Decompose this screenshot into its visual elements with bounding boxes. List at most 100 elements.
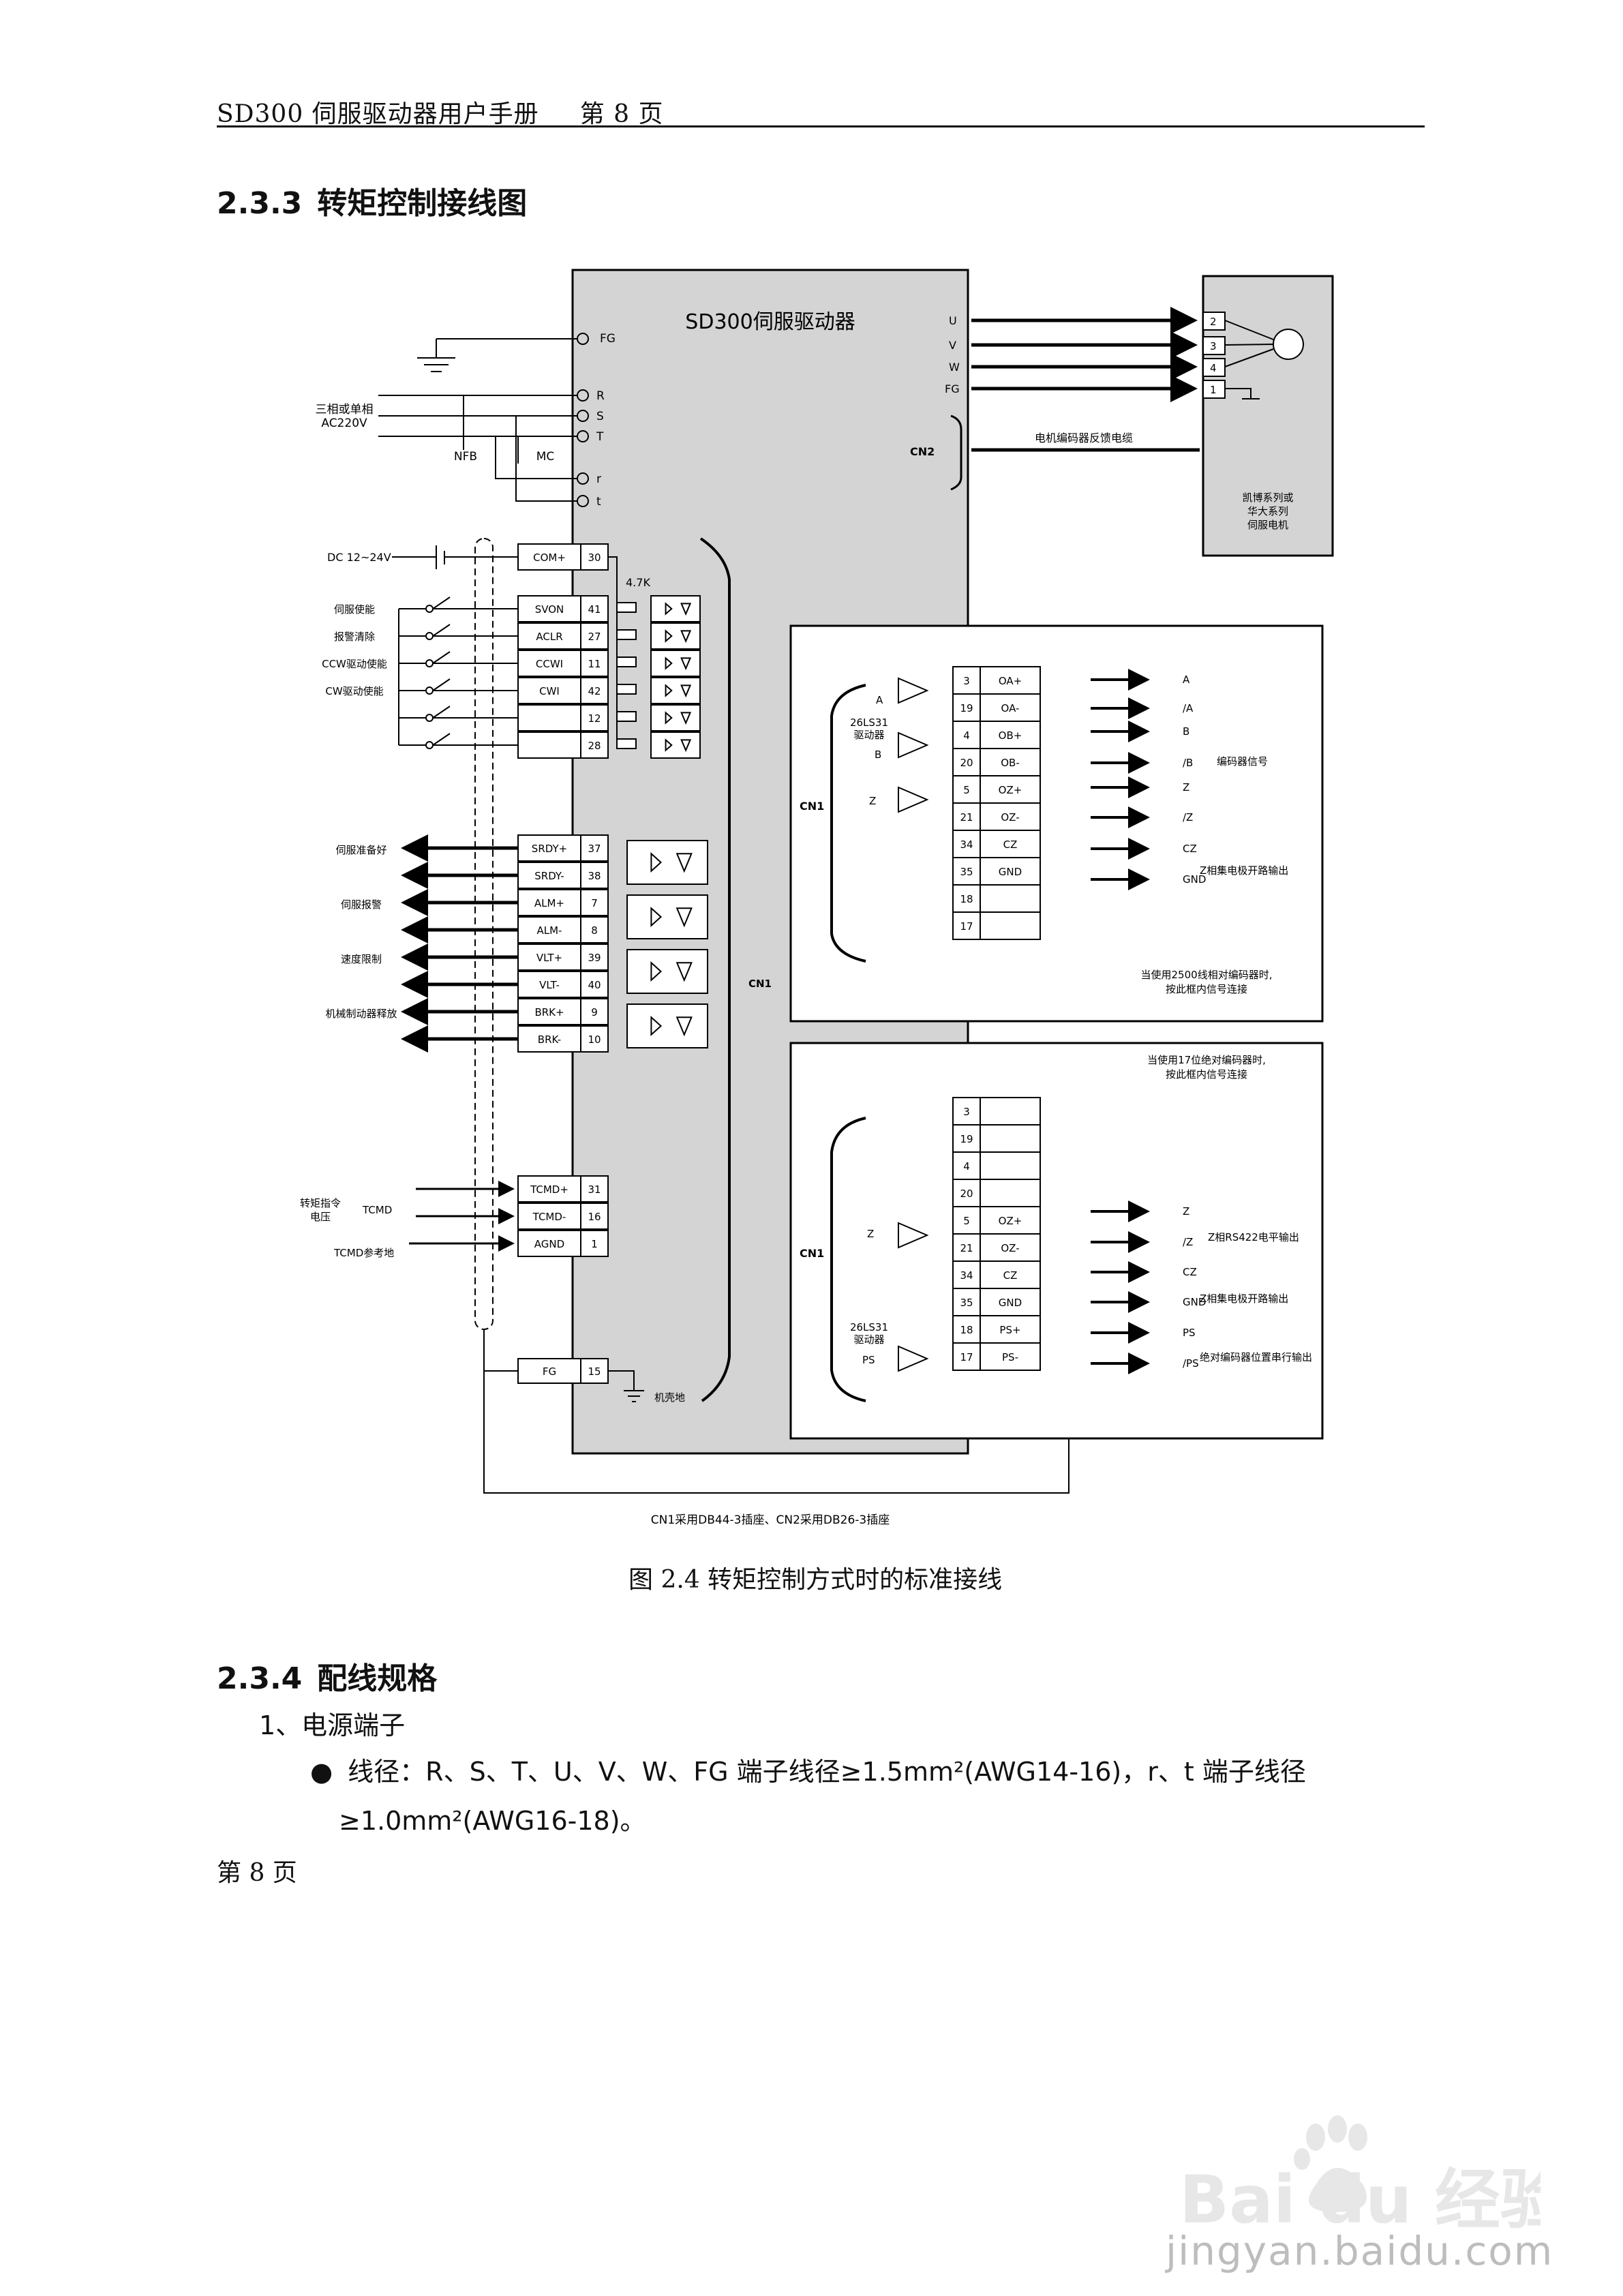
encoder-name-cell <box>980 693 1041 722</box>
analog-pin: 16 <box>588 1211 601 1223</box>
encoder-pin: 5 <box>963 784 970 796</box>
encoder-signal-label: A <box>1183 674 1190 686</box>
encoder-pin: 19 <box>960 702 973 714</box>
output-pin: 9 <box>591 1006 598 1018</box>
line-driver-symbol <box>898 1345 929 1372</box>
bullet-point: ●线径：R、S、T、U、V、W、FG 端子线径≥1.5mm²(AWG14-16)… <box>310 1751 1306 1788</box>
svg-text:机壳地: 机壳地 <box>654 1391 685 1404</box>
input-label: CW驱动使能 <box>325 685 383 697</box>
encoder-name-cell <box>980 1315 1041 1344</box>
svg-text:4.7K: 4.7K <box>626 576 650 589</box>
encoder-name-cell <box>980 1342 1041 1371</box>
encoder-name-cell <box>980 1288 1041 1316</box>
input-label: 伺服使能 <box>334 603 375 616</box>
encoder-name: GND <box>999 1297 1022 1309</box>
encoder-name-cell <box>980 911 1041 940</box>
encoder-signal-label: CZ <box>1183 1266 1197 1278</box>
svg-text:26LS31: 26LS31 <box>850 716 888 729</box>
input-pin: 41 <box>588 603 601 616</box>
drive-title: SD300伺服驱动器 <box>685 310 855 334</box>
encoder-name: OB- <box>1001 757 1020 769</box>
encoder-name-cell <box>980 857 1041 886</box>
svg-text:Bai du 经验: Bai du 经验 <box>1179 2162 1541 2238</box>
output-pin: 8 <box>591 924 598 937</box>
svg-text:伺服电机: 伺服电机 <box>1247 519 1288 531</box>
svg-text:CN1: CN1 <box>800 1247 824 1260</box>
svg-text:三相或单相: 三相或单相 <box>316 403 374 417</box>
encoder-name: OA- <box>1001 702 1020 714</box>
input-pin-cell <box>580 622 609 650</box>
diode-symbol <box>665 629 692 644</box>
svg-text:AC220V: AC220V <box>321 417 367 430</box>
encoder-box-17bit <box>789 1042 1324 1440</box>
diode-symbol <box>665 738 692 753</box>
svg-text:驱动器: 驱动器 <box>853 729 884 741</box>
output-pin-cell <box>580 916 609 943</box>
input-name-cell <box>517 622 581 650</box>
svg-text:华大系列: 华大系列 <box>1247 505 1288 517</box>
input-name-cell <box>517 677 581 704</box>
encoder-name-cell <box>980 1124 1041 1153</box>
optocoupler <box>626 840 708 885</box>
encoder-pin: 3 <box>963 675 970 687</box>
svg-text:Z相集电极开路输出: Z相集电极开路输出 <box>1200 1293 1288 1305</box>
diode-symbol <box>665 656 692 671</box>
input-pin-cell <box>580 677 609 704</box>
com-bus <box>608 556 618 745</box>
encoder-name-cell <box>980 830 1041 858</box>
svg-text:MC: MC <box>536 450 555 464</box>
encoder-signal-label: /Z <box>1183 811 1193 824</box>
svg-text:TCMD: TCMD <box>362 1204 392 1216</box>
svg-text:26LS31: 26LS31 <box>850 1321 888 1333</box>
switch-blade <box>432 678 451 691</box>
encoder-name-cell <box>980 1260 1041 1289</box>
output-pin-cell <box>580 1025 609 1053</box>
svg-text:FG: FG <box>543 1365 556 1378</box>
svg-text:Z相集电极开路输出: Z相集电极开路输出 <box>1200 864 1288 877</box>
svg-text:A: A <box>876 694 883 706</box>
encoder-name-cell <box>980 1151 1041 1180</box>
svg-text:CN1: CN1 <box>748 978 772 990</box>
input-name-cell <box>517 650 581 677</box>
output-pin-cell <box>580 943 609 971</box>
encoder-pin-cell <box>952 1288 981 1316</box>
output-signals: SRDY+37SRDY-38ALM+7ALM-8VLT+39VLT-40BRK+… <box>401 834 708 1053</box>
resistor <box>616 738 637 749</box>
connector-note: CN1采用DB44-3插座、CN2采用DB26-3插座 <box>651 1513 890 1527</box>
output-name: VLT- <box>539 979 560 991</box>
encoder-signal-label: PS <box>1183 1327 1196 1339</box>
optocoupler <box>626 1003 708 1048</box>
input-name-cell <box>517 543 581 571</box>
encoder-name-cell <box>980 721 1041 749</box>
analog-name: TCMD+ <box>530 1183 568 1196</box>
optocoupler <box>650 731 701 759</box>
input-label: CCW驱动使能 <box>322 658 387 670</box>
encoder-name: OZ+ <box>999 784 1022 796</box>
output-name: SRDY+ <box>532 843 567 855</box>
svg-text:DC 12~24V: DC 12~24V <box>327 551 391 564</box>
output-pin: 7 <box>591 897 598 909</box>
encoder-name: OZ+ <box>999 1215 1022 1227</box>
encoder-pin: 20 <box>960 757 973 769</box>
encoder-signal-label: GND <box>1183 1296 1206 1308</box>
encoder-pin-cell <box>952 748 981 776</box>
svg-text:V: V <box>949 339 956 352</box>
encoder-signal-label: /PS <box>1183 1357 1199 1370</box>
svg-text:FG: FG <box>600 332 616 346</box>
encoder-name: OA+ <box>999 675 1022 687</box>
encoder-name-cell <box>980 884 1041 913</box>
encoder-pin: 3 <box>963 1106 970 1118</box>
encoder-box-2500 <box>789 624 1324 1023</box>
output-name-cell <box>517 943 581 971</box>
svg-text:CN2: CN2 <box>910 445 935 458</box>
input-name-cell <box>517 595 581 622</box>
svg-text:2: 2 <box>1210 316 1217 328</box>
output-name: ALM+ <box>534 897 564 909</box>
encoder-name: OZ- <box>1001 811 1019 824</box>
resistor <box>616 602 637 613</box>
encoder-pin-cell <box>952 1315 981 1344</box>
svg-text:当使用2500线相对编码器时,: 当使用2500线相对编码器时, <box>1141 969 1273 981</box>
optocoupler <box>650 704 701 731</box>
